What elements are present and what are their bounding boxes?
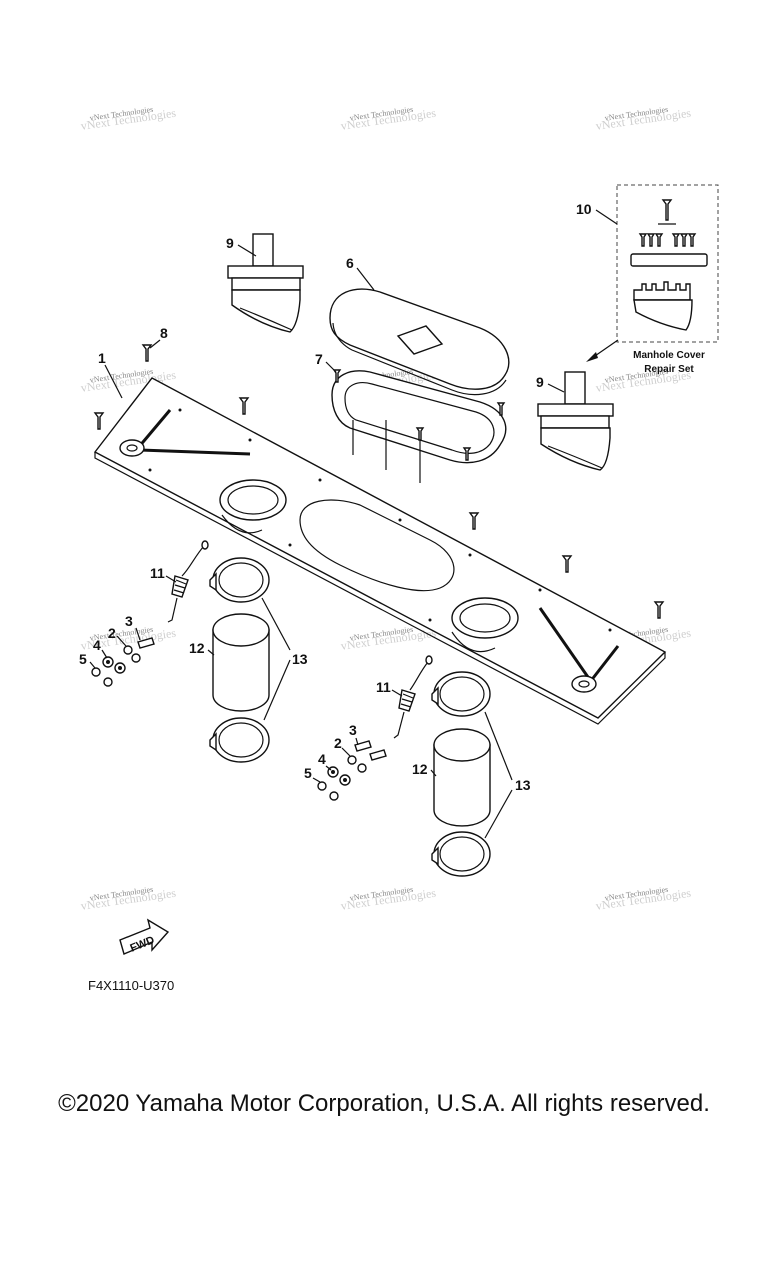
hose-assembly-right [431,671,491,877]
part-6-manhole-cover [329,288,510,396]
hardware-group-lower [317,740,387,801]
repair-set-label-line1: Manhole Cover [633,350,705,361]
diagram-code: F4X1110-U370 [88,978,174,993]
fwd-arrow-icon: FWD [119,918,170,955]
callout-8: 8 [160,325,168,341]
callout-13-lower: 13 [515,777,531,793]
callout-3-lower: 3 [349,722,357,738]
callout-3: 3 [125,613,133,629]
callout-12-lower: 12 [412,761,428,777]
hardware-group-upper [91,637,155,687]
callout-10: 10 [576,201,592,217]
callout-6: 6 [346,255,354,271]
part-9-vent-left [227,233,304,333]
leader-lines [89,209,618,839]
callout-13: 13 [292,651,308,667]
part-10-repair-set: Manhole Cover Repair Set [586,184,719,375]
callout-4-lower: 4 [318,751,326,767]
callout-12: 12 [189,640,205,656]
hose-assembly-left [209,557,270,763]
callout-11-lower: 11 [376,679,391,695]
part-9-vent-right [537,371,614,471]
copyright-notice: ©2020 Yamaha Motor Corporation, U.S.A. A… [58,1090,710,1117]
callout-2: 2 [108,625,116,641]
callout-2-lower: 2 [334,735,342,751]
part-11-drain-cable-lower [393,655,433,739]
part-11-drain-cable-upper [167,540,209,623]
part-8-screws [93,344,665,619]
callout-7: 7 [315,351,323,367]
repair-set-label-line2: Repair Set [644,364,694,375]
callout-4: 4 [93,637,101,653]
part-7-gasket-ring [331,369,507,483]
callout-9: 9 [226,235,234,251]
callout-1: 1 [98,350,106,366]
callout-11: 11 [150,565,165,581]
callout-5: 5 [79,651,87,667]
callouts: 1 2 3 4 5 2 3 4 5 6 7 8 9 9 10 11 11 12 … [79,201,592,793]
callout-5-lower: 5 [304,765,312,781]
part-1-deck-plate [93,377,667,725]
callout-9-right: 9 [536,374,544,390]
